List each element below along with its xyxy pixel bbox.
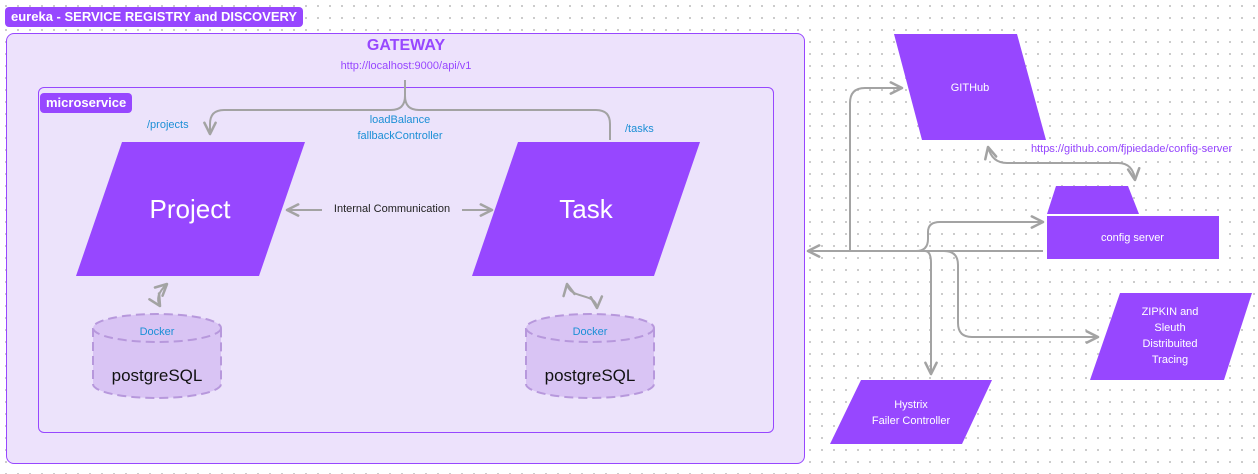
zipkin-line-3: Distribuited [1142, 338, 1198, 350]
zipkin-shape[interactable] [1090, 293, 1252, 380]
github-shape[interactable] [894, 34, 1046, 140]
project-docker-label: Docker [139, 326, 175, 338]
internal-communication-label: Internal Communication [322, 203, 462, 215]
hystrix-label: Hystrix Failer Controller [851, 397, 971, 429]
project-service-shape[interactable] [76, 142, 305, 276]
task-database-cylinder [525, 313, 655, 399]
projects-route-label: /projects [147, 119, 189, 131]
config-server-shape[interactable] [1047, 186, 1219, 259]
project-service-label: Project [149, 194, 231, 224]
gateway-url: http://localhost:9000/api/v1 [340, 60, 472, 72]
github-label: GITHub [950, 82, 990, 94]
fallback-controller-label: fallbackController [357, 130, 443, 142]
github-url-label: https://github.com/fjpiedade/config-serv… [1031, 143, 1233, 155]
task-service-shape[interactable] [472, 142, 700, 276]
project-db-connector [148, 282, 169, 308]
task-db-label: postgreSQL [544, 366, 636, 385]
zipkin-label: ZIPKIN and Sleuth Distribuited Tracing [1110, 304, 1230, 368]
zipkin-line-1: ZIPKIN and [1141, 306, 1199, 318]
hystrix-line-2: Failer Controller [871, 415, 951, 427]
gateway-split-connector [203, 80, 611, 140]
tasks-route-label: /tasks [625, 123, 654, 135]
project-database-cylinder [92, 313, 222, 399]
hystrix-line-1: Hystrix [894, 399, 928, 411]
load-balance-label: loadBalance [369, 114, 431, 126]
project-db-label: postgreSQL [111, 366, 203, 385]
zipkin-line-4: Tracing [1151, 354, 1189, 366]
microservice-label: microservice [40, 93, 133, 113]
gateway-title: GATEWAY [366, 37, 446, 54]
external-services-connectors [806, 81, 1141, 376]
task-db-connector [562, 282, 604, 310]
eureka-label: eureka - SERVICE REGISTRY and DISCOVERY [5, 7, 304, 27]
task-docker-label: Docker [572, 326, 608, 338]
zipkin-line-2: Sleuth [1154, 322, 1186, 334]
hystrix-shape[interactable] [830, 380, 992, 444]
task-service-label: Task [559, 194, 613, 224]
config-server-label: config server [1101, 232, 1164, 244]
